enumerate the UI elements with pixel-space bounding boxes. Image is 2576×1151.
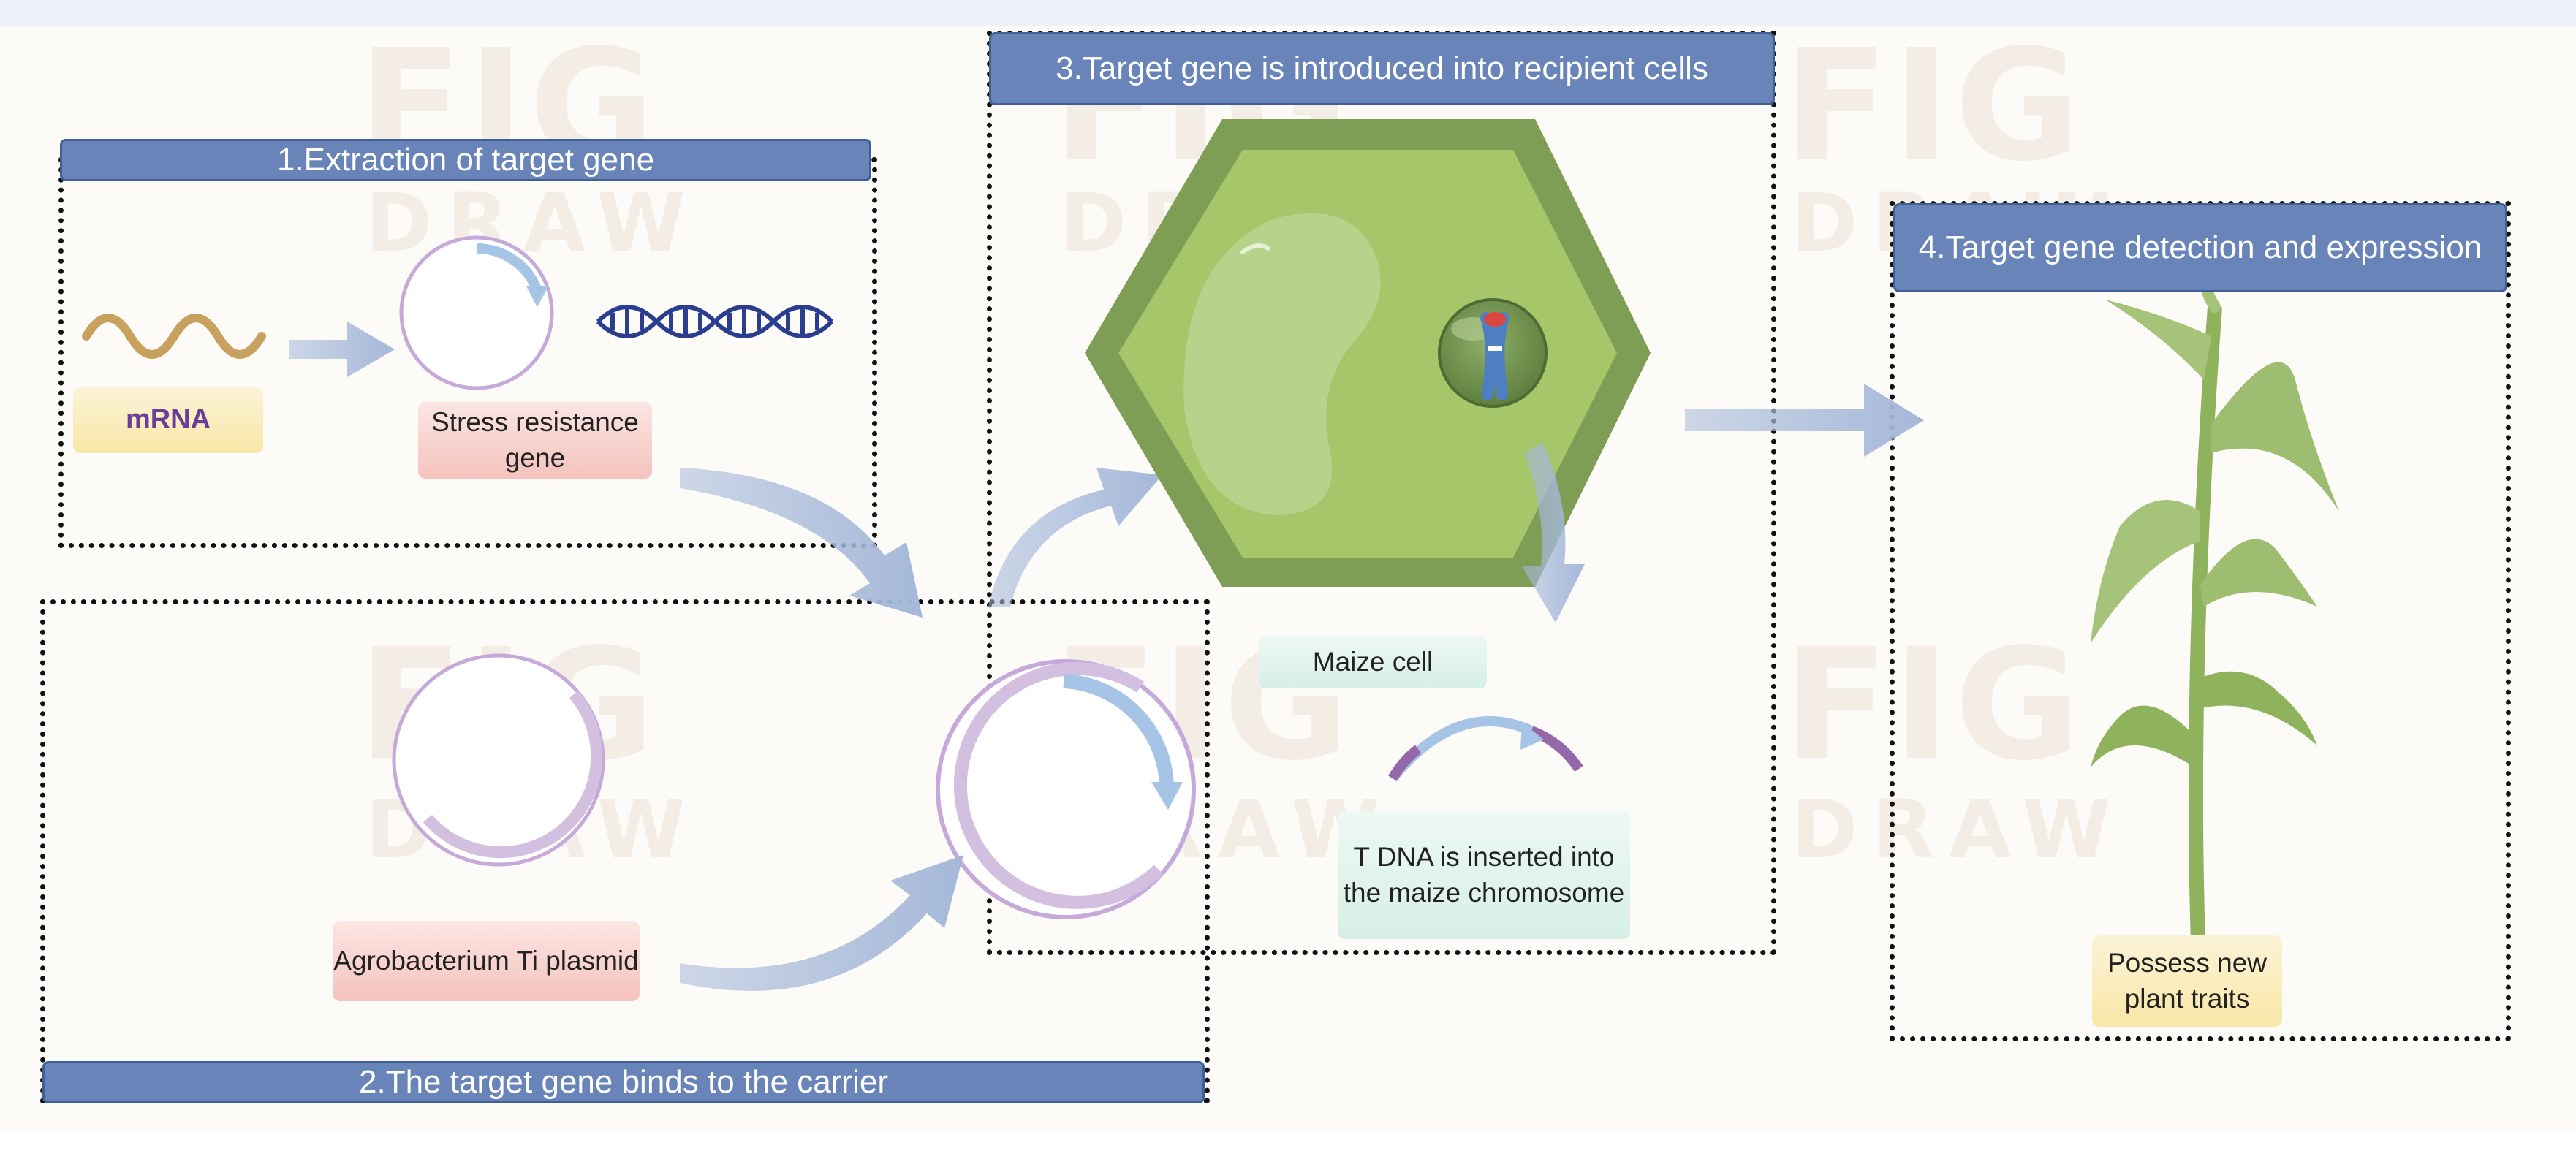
corn-plant-illustration — [2091, 213, 2339, 943]
new-traits-label: Possess new plant traits — [2092, 935, 2282, 1027]
bottom-band — [0, 1133, 2576, 1151]
step3-title: 3.Target gene is introduced into recipie… — [1056, 50, 1708, 86]
recombinant-insert-arrowhead — [1151, 782, 1183, 810]
mrna-label: mRNA — [73, 387, 263, 453]
tdna-right-end — [1529, 726, 1583, 772]
maize-cell-label: Maize cell — [1259, 636, 1487, 688]
gene-insert-arrowhead — [526, 286, 548, 307]
step4-header: 4.Target gene detection and expression — [1893, 203, 2507, 292]
arrow-nucleus-to-tdna — [1522, 442, 1585, 623]
step2-header: 2.The target gene binds to the carrier — [42, 1061, 1205, 1103]
arrow-ti-to-recombinant — [680, 855, 963, 991]
recombinant-plasmid-band — [953, 661, 1164, 909]
watermark-text: FIG — [1784, 615, 2085, 794]
step1-header: 1.Extraction of target gene — [60, 139, 871, 181]
ti-plasmid-circle — [392, 653, 605, 867]
arrow-gene-to-carrier — [680, 468, 923, 618]
watermark-text: DRAW — [1791, 783, 2126, 876]
ti-plasmid-segment — [423, 690, 603, 859]
watermark-text: FIG — [1784, 16, 2085, 195]
recombinant-plasmid — [936, 659, 1196, 919]
tdna-left-end — [1387, 745, 1422, 781]
arrow-cell-to-plant — [1685, 384, 1924, 457]
step4-title: 4.Target gene detection and expression — [1918, 229, 2482, 265]
arrow-mrna-to-gene — [289, 322, 395, 377]
watermark-text: DRAW — [365, 176, 700, 270]
mrna-strand — [82, 314, 266, 359]
tdna-arrowhead — [1520, 722, 1544, 750]
vacuole — [1183, 213, 1381, 515]
dna-helix-icon — [596, 305, 834, 338]
stress-gene-label: Stress resistance gene — [418, 402, 652, 479]
stress-gene-circle — [399, 235, 554, 390]
tdna-label: T DNA is inserted into the maize chromos… — [1338, 811, 1630, 939]
vacuole-highlight — [1240, 243, 1270, 254]
chromosome-icon — [1480, 312, 1509, 400]
ti-plasmid-label: Agrobacterium Ti plasmid — [333, 921, 640, 1001]
top-band — [0, 0, 2576, 26]
recombinant-insert-arc — [1063, 674, 1174, 789]
step3-header: 3.Target gene is introduced into recipie… — [989, 32, 1775, 105]
step1-title: 1.Extraction of target gene — [276, 141, 655, 178]
step2-title: 2.The target gene binds to the carrier — [359, 1063, 888, 1100]
gene-insert-arc — [476, 243, 542, 293]
arrow-carrier-to-cell — [988, 468, 1162, 607]
